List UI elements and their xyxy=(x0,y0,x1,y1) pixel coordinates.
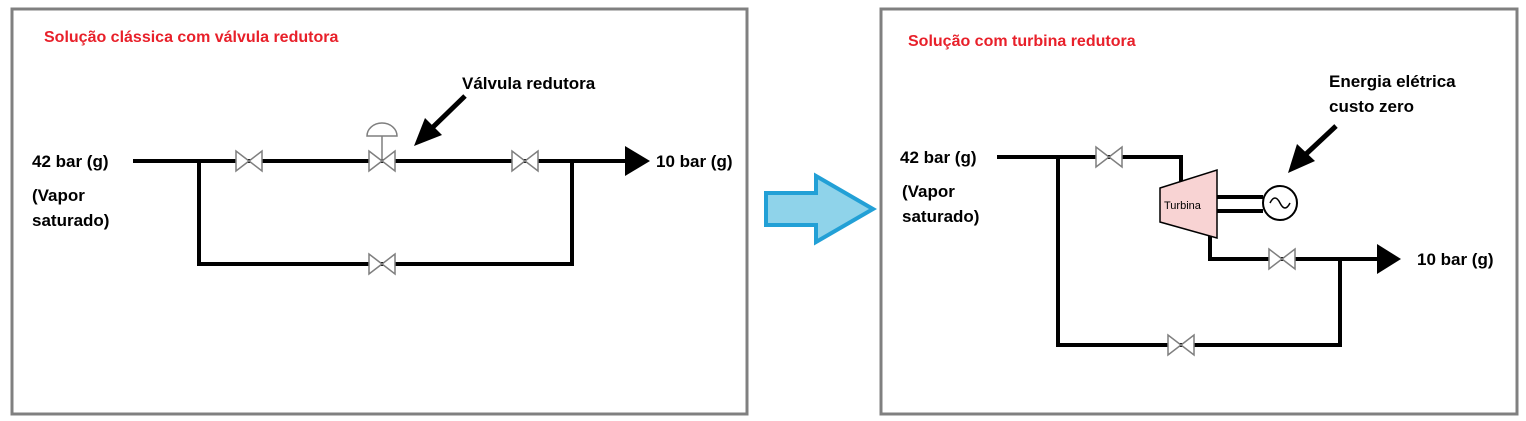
left-inlet-state-1: (Vapor xyxy=(32,186,85,205)
turbine-label: Turbina xyxy=(1164,200,1202,212)
turbine-shaft xyxy=(1217,195,1263,213)
left-inlet-pressure: 42 bar (g) xyxy=(32,152,109,171)
right-callout-arrow xyxy=(1288,124,1338,173)
valve-callout-label: Válvula redutora xyxy=(462,74,596,93)
left-outlet-arrow xyxy=(625,146,650,176)
left-inlet-state-2: saturado) xyxy=(32,211,109,230)
energy-label-2: custo zero xyxy=(1329,97,1414,116)
generator-icon xyxy=(1262,185,1298,221)
reducing-valve-actuator xyxy=(366,122,398,161)
right-outlet-arrow xyxy=(1377,244,1401,274)
right-inlet-pressure: 42 bar (g) xyxy=(900,148,977,167)
right-inlet-state-2: saturado) xyxy=(902,207,979,226)
left-panel-frame xyxy=(10,7,749,416)
right-panel: Solução com turbina redutora Turbina xyxy=(879,7,1519,416)
left-panel: Solução clássica com válvula redutora Vá… xyxy=(10,7,749,416)
transition-arrow xyxy=(764,172,877,246)
turbine xyxy=(1159,168,1218,239)
right-panel-title: Solução com turbina redutora xyxy=(908,33,1136,50)
left-callout-arrow xyxy=(414,94,467,146)
right-outlet-pressure: 10 bar (g) xyxy=(1417,250,1494,269)
right-inlet-state-1: (Vapor xyxy=(902,182,955,201)
left-panel-title: Solução clássica com válvula redutora xyxy=(44,29,338,46)
energy-label-1: Energia elétrica xyxy=(1329,72,1456,91)
left-outlet-pressure: 10 bar (g) xyxy=(656,152,733,171)
